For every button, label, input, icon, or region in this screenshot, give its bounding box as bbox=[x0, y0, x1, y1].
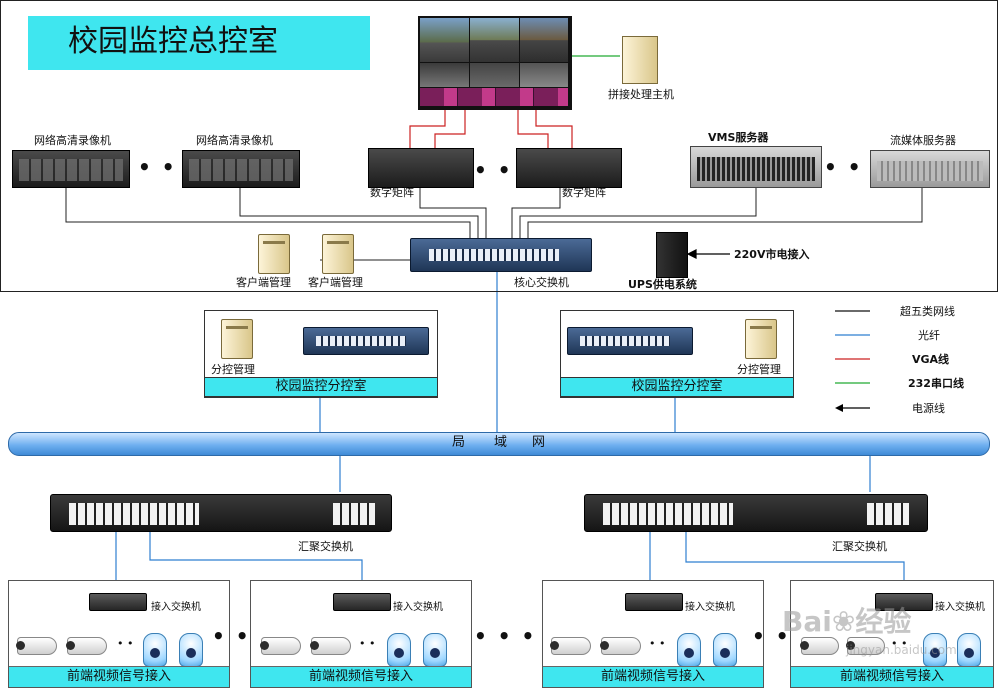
legend-lines bbox=[835, 310, 870, 412]
dome-camera-icon bbox=[923, 633, 947, 667]
branch-2-pc-icon bbox=[745, 319, 777, 359]
recorder-2-label: 网络高清录像机 bbox=[196, 134, 273, 147]
aggregation-switch-2-icon bbox=[584, 494, 928, 532]
legend-power: 电源线 bbox=[912, 402, 945, 415]
access-switch-2-label: 接入交换机 bbox=[393, 602, 443, 613]
bullet-camera-icon bbox=[310, 637, 351, 655]
frontend-group-4: 接入交换机 • • 前端视频信号接入 bbox=[790, 580, 994, 688]
legend-ethernet: 超五类网线 bbox=[900, 305, 955, 318]
watermark-url: jingyan.baidu.com bbox=[846, 643, 957, 657]
legend-232: 232串口线 bbox=[908, 377, 964, 390]
bullet-camera-icon bbox=[800, 637, 839, 655]
lan-label-2: 域 bbox=[494, 435, 508, 450]
power-arrow bbox=[686, 249, 730, 259]
branch-room-2: 分控管理 校园监控分控室 bbox=[560, 310, 794, 398]
lan-label-3: 网 bbox=[532, 435, 546, 450]
recorder-2-icon bbox=[182, 150, 300, 188]
video-wall bbox=[418, 16, 572, 110]
ellipsis-cameras: • • bbox=[891, 637, 908, 650]
frontend-group-2: 接入交换机 • • 前端视频信号接入 bbox=[250, 580, 472, 688]
access-switch-3-label: 接入交换机 bbox=[685, 602, 735, 613]
branch-2-room-label: 校园监控分控室 bbox=[560, 377, 794, 397]
client-2-icon bbox=[322, 234, 354, 274]
control-room-frame bbox=[0, 0, 998, 292]
dome-camera-icon bbox=[677, 633, 701, 667]
watermark-brand: Bai bbox=[782, 605, 832, 638]
branch-2-switch-icon bbox=[567, 327, 693, 355]
ups-label: UPS供电系统 bbox=[628, 278, 697, 291]
watermark-logo: Bai❀经验 bbox=[782, 600, 911, 640]
vms-server-label: VMS服务器 bbox=[708, 131, 769, 144]
dome-camera-icon bbox=[179, 633, 203, 667]
lan-label-1: 局 bbox=[452, 435, 466, 450]
matrix-1-icon bbox=[368, 148, 474, 188]
client-1-label: 客户端管理 bbox=[236, 276, 291, 289]
frontend-group-3: 接入交换机 • • 前端视频信号接入 bbox=[542, 580, 764, 688]
aggregation-switch-1-icon bbox=[50, 494, 392, 532]
splice-host-icon bbox=[622, 36, 658, 84]
vga-lines bbox=[409, 106, 573, 150]
client-1-icon bbox=[258, 234, 290, 274]
access-switch-4-label: 接入交换机 bbox=[935, 602, 985, 613]
branch-1-pc-icon bbox=[221, 319, 253, 359]
access-switch-1-icon bbox=[89, 593, 147, 611]
frontend-label-1: 前端视频信号接入 bbox=[9, 666, 229, 687]
dome-camera-icon bbox=[143, 633, 167, 667]
ups-icon bbox=[656, 232, 688, 278]
ellipsis-groups-2: • • • bbox=[474, 624, 537, 648]
bullet-camera-icon bbox=[16, 637, 57, 655]
branch-1-room-label: 校园监控分控室 bbox=[204, 377, 438, 397]
matrix-2-icon bbox=[516, 148, 622, 188]
frontend-group-1: 接入交换机 • • 前端视频信号接入 bbox=[8, 580, 230, 688]
ellipsis-cameras: • • bbox=[649, 637, 666, 650]
dome-camera-icon bbox=[957, 633, 981, 667]
lan-backbone bbox=[8, 432, 990, 456]
stream-server-icon bbox=[870, 150, 990, 188]
title-banner bbox=[28, 16, 370, 70]
frontend-label-4: 前端视频信号接入 bbox=[791, 666, 993, 687]
aggregation-switch-2-label: 汇聚交换机 bbox=[832, 540, 887, 553]
access-switch-2-icon bbox=[333, 593, 391, 611]
matrix-1-label: 数字矩阵 bbox=[370, 186, 414, 199]
recorder-1-label: 网络高清录像机 bbox=[34, 134, 111, 147]
splice-host-label: 拼接处理主机 bbox=[608, 88, 674, 101]
client-2-label: 客户端管理 bbox=[308, 276, 363, 289]
mains-label: 220V市电接入 bbox=[734, 248, 810, 261]
branch-room-1: 分控管理 校园监控分控室 bbox=[204, 310, 438, 398]
bullet-camera-icon bbox=[846, 637, 885, 655]
core-switch-icon bbox=[410, 238, 592, 272]
core-switch-label: 核心交换机 bbox=[514, 276, 569, 289]
ellipsis-cameras: • • bbox=[117, 637, 134, 650]
bullet-camera-icon bbox=[600, 637, 641, 655]
bullet-camera-icon bbox=[550, 637, 591, 655]
dome-camera-icon bbox=[387, 633, 411, 667]
recorder-1-icon bbox=[12, 150, 130, 188]
legend-fiber: 光纤 bbox=[918, 329, 940, 342]
access-switch-4-icon bbox=[875, 593, 933, 611]
bullet-camera-icon bbox=[66, 637, 107, 655]
dome-camera-icon bbox=[423, 633, 447, 667]
access-switch-1-label: 接入交换机 bbox=[151, 602, 201, 613]
frontend-label-2: 前端视频信号接入 bbox=[251, 666, 471, 687]
branch-1-switch-icon bbox=[303, 327, 429, 355]
access-switch-3-icon bbox=[625, 593, 683, 611]
paw-icon: ❀ bbox=[831, 605, 856, 638]
frontend-label-3: 前端视频信号接入 bbox=[543, 666, 763, 687]
bullet-camera-icon bbox=[260, 637, 301, 655]
vms-server-icon bbox=[690, 146, 822, 188]
matrix-2-label: 数字矩阵 bbox=[562, 186, 606, 199]
branch-1-manager-label: 分控管理 bbox=[211, 363, 255, 376]
page-title: 校园监控总控室 bbox=[68, 24, 278, 59]
legend-vga: VGA线 bbox=[912, 353, 950, 366]
aggregation-switch-1-label: 汇聚交换机 bbox=[298, 540, 353, 553]
branch-2-manager-label: 分控管理 bbox=[737, 363, 781, 376]
dome-camera-icon bbox=[713, 633, 737, 667]
watermark-tail: 经验 bbox=[855, 605, 912, 638]
ellipsis-cameras: • • bbox=[359, 637, 376, 650]
stream-server-label: 流媒体服务器 bbox=[890, 134, 956, 147]
